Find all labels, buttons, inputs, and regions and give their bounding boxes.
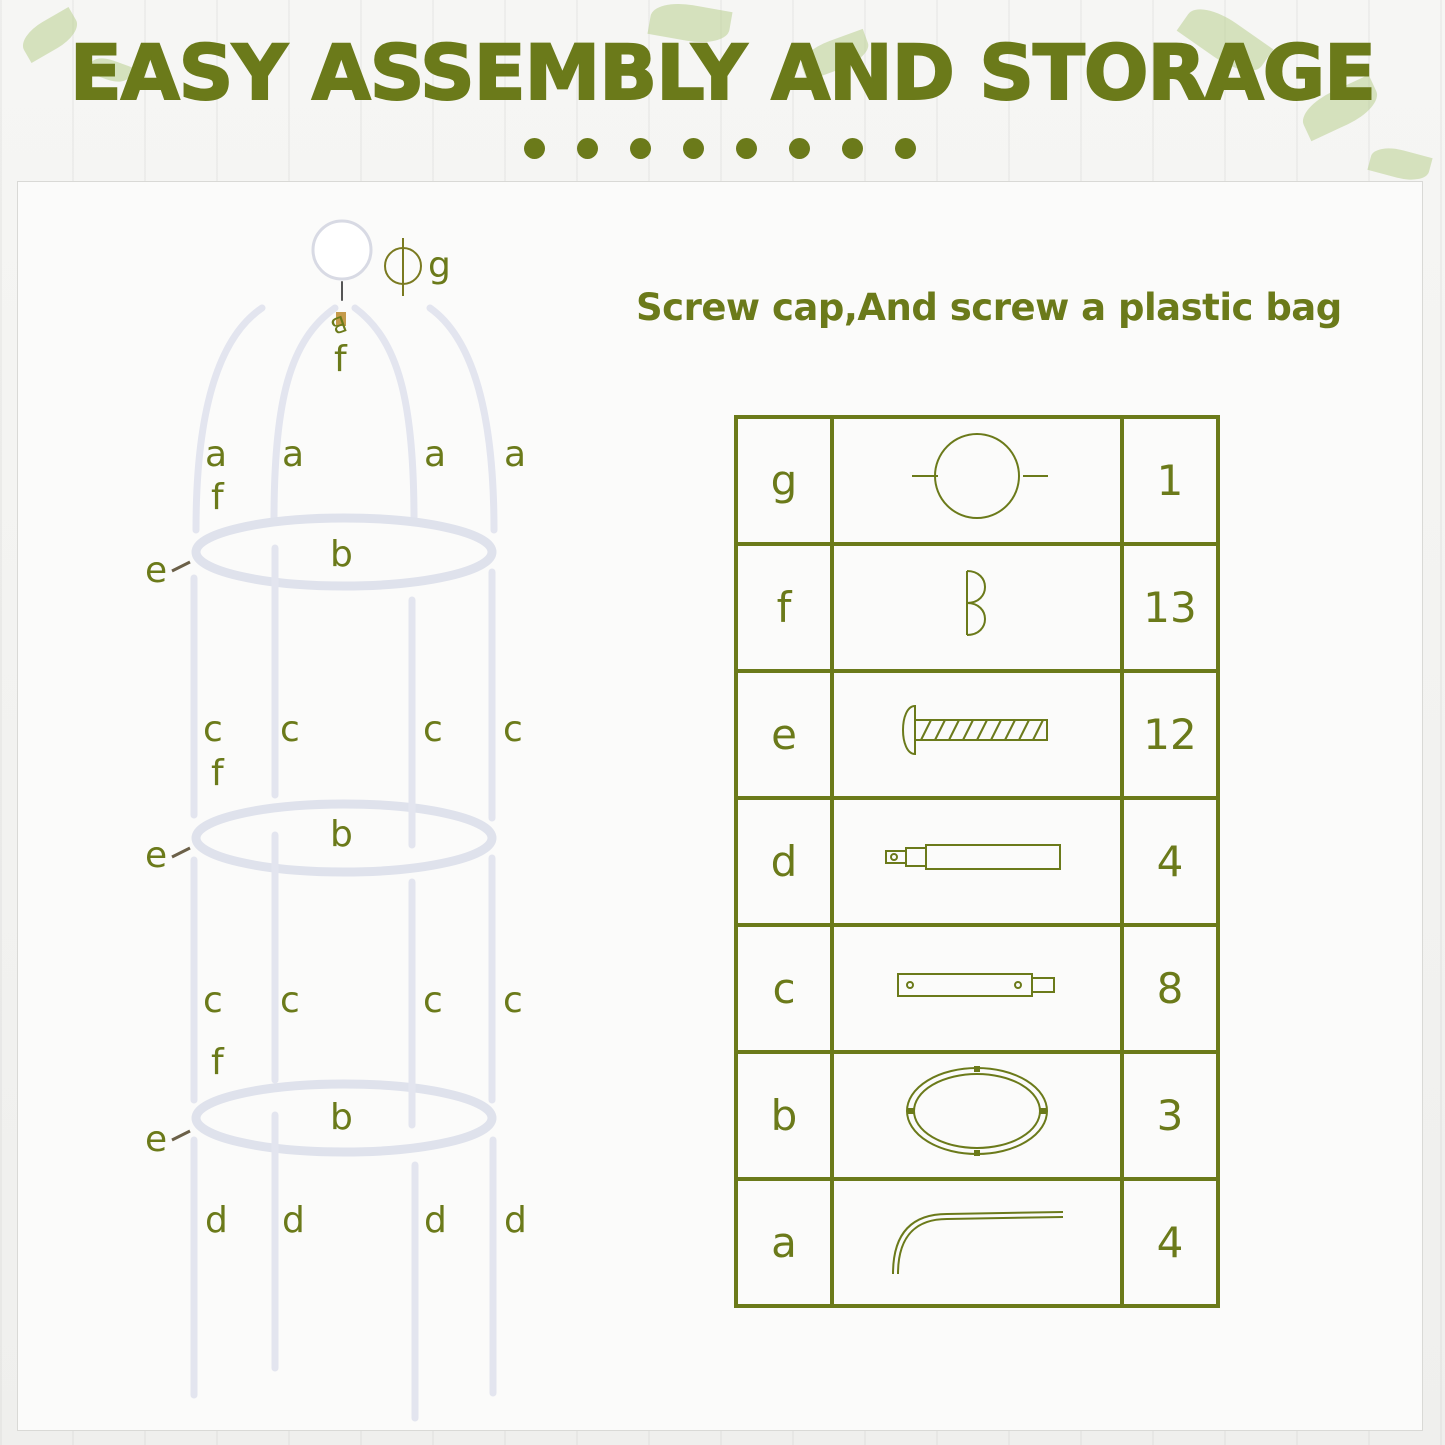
dot: [895, 138, 916, 159]
dot: [683, 138, 704, 159]
table-row: f 13: [734, 542, 1220, 673]
nut-icon: [830, 542, 1124, 673]
label-f: f: [334, 339, 347, 380]
part-letter: f: [734, 542, 834, 673]
part-letter: e: [734, 669, 834, 800]
label-f: f: [211, 753, 224, 794]
label-c: c: [280, 980, 300, 1021]
part-qty: 13: [1120, 542, 1220, 673]
ring-cap-icon: [830, 415, 1124, 546]
screw-icon: [830, 669, 1124, 800]
table-row: a 4: [734, 1177, 1220, 1308]
middle-pole-icon: [830, 923, 1124, 1054]
label-e: e: [145, 835, 168, 876]
dot: [842, 138, 863, 159]
label-d: d: [424, 1200, 447, 1241]
part-qty: 8: [1120, 923, 1220, 1054]
part-qty: 4: [1120, 1177, 1220, 1308]
label-c: c: [423, 980, 443, 1021]
part-qty: 1: [1120, 415, 1220, 546]
part-qty: 4: [1120, 796, 1220, 927]
top-arch-icon: [830, 1177, 1124, 1308]
label-e: e: [145, 550, 168, 591]
dot: [577, 138, 598, 159]
dot: [736, 138, 757, 159]
label-b: b: [330, 814, 353, 855]
part-letter: b: [734, 1050, 834, 1181]
label-b: b: [330, 1097, 353, 1138]
label-a: a: [205, 434, 228, 475]
part-qty: 12: [1120, 669, 1220, 800]
part-letter: d: [734, 796, 834, 927]
page-title: EASY ASSEMBLY AND STORAGE: [69, 27, 1377, 118]
parts-table: g 1 f 13 e 12 d 4 c 8 b: [734, 415, 1220, 1308]
bottom-stake-icon: [830, 796, 1124, 927]
part-qty: 3: [1120, 1050, 1220, 1181]
hoop-ring-icon: [830, 1050, 1124, 1181]
label-f: f: [211, 1042, 224, 1083]
label-a: a: [504, 434, 527, 475]
label-c: c: [280, 709, 300, 750]
part-letter: a: [734, 1177, 834, 1308]
dot: [524, 138, 545, 159]
label-d: d: [282, 1200, 305, 1241]
label-a: a: [424, 434, 447, 475]
label-c: c: [203, 980, 223, 1021]
label-e: e: [145, 1119, 168, 1160]
label-c: c: [423, 709, 443, 750]
label-c: c: [503, 709, 523, 750]
label-b: b: [330, 534, 353, 575]
label-a: a: [282, 434, 305, 475]
dot: [630, 138, 651, 159]
table-row: b 3: [734, 1050, 1220, 1181]
label-d: d: [504, 1200, 527, 1241]
table-row: e 12: [734, 669, 1220, 800]
label-g: g: [428, 245, 451, 286]
table-row: d 4: [734, 796, 1220, 927]
dot: [789, 138, 810, 159]
label-c: c: [503, 980, 523, 1021]
table-row: c 8: [734, 923, 1220, 1054]
table-row: g 1: [734, 415, 1220, 546]
part-letter: c: [734, 923, 834, 1054]
label-c: c: [203, 709, 223, 750]
part-letter: g: [734, 415, 834, 546]
title-dots: [524, 138, 916, 159]
label-f: f: [211, 477, 224, 518]
subtitle: Screw cap,And screw a plastic bag: [636, 286, 1342, 329]
label-d: d: [205, 1200, 228, 1241]
